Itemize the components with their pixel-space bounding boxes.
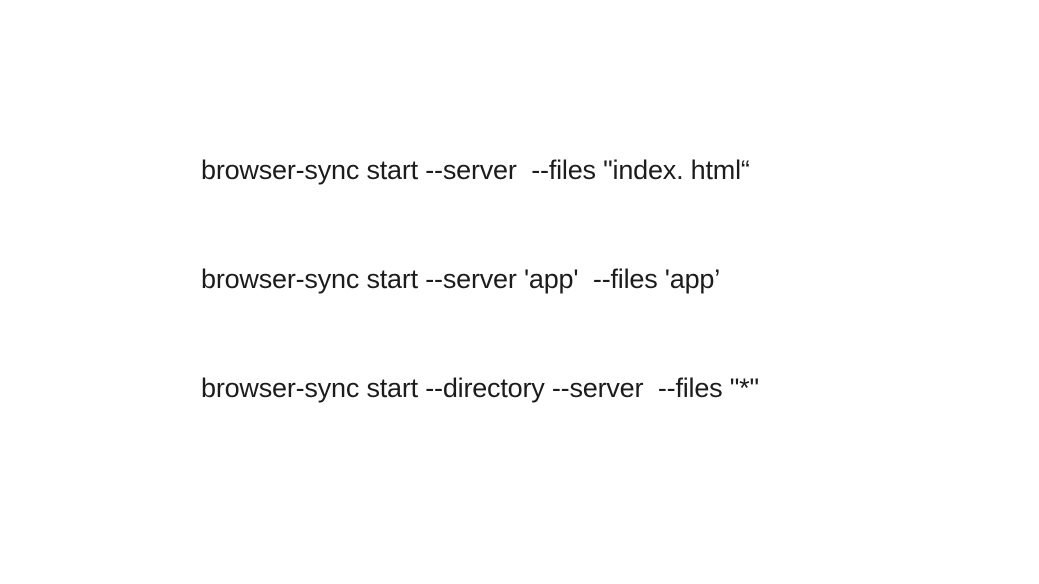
command-line-server-app-files-app: browser-sync start --server 'app' --file… [201,264,721,294]
command-line-server-files-index: browser-sync start --server --files "ind… [201,155,750,185]
command-line-directory-server-files-star: browser-sync start --directory --server … [201,373,759,403]
